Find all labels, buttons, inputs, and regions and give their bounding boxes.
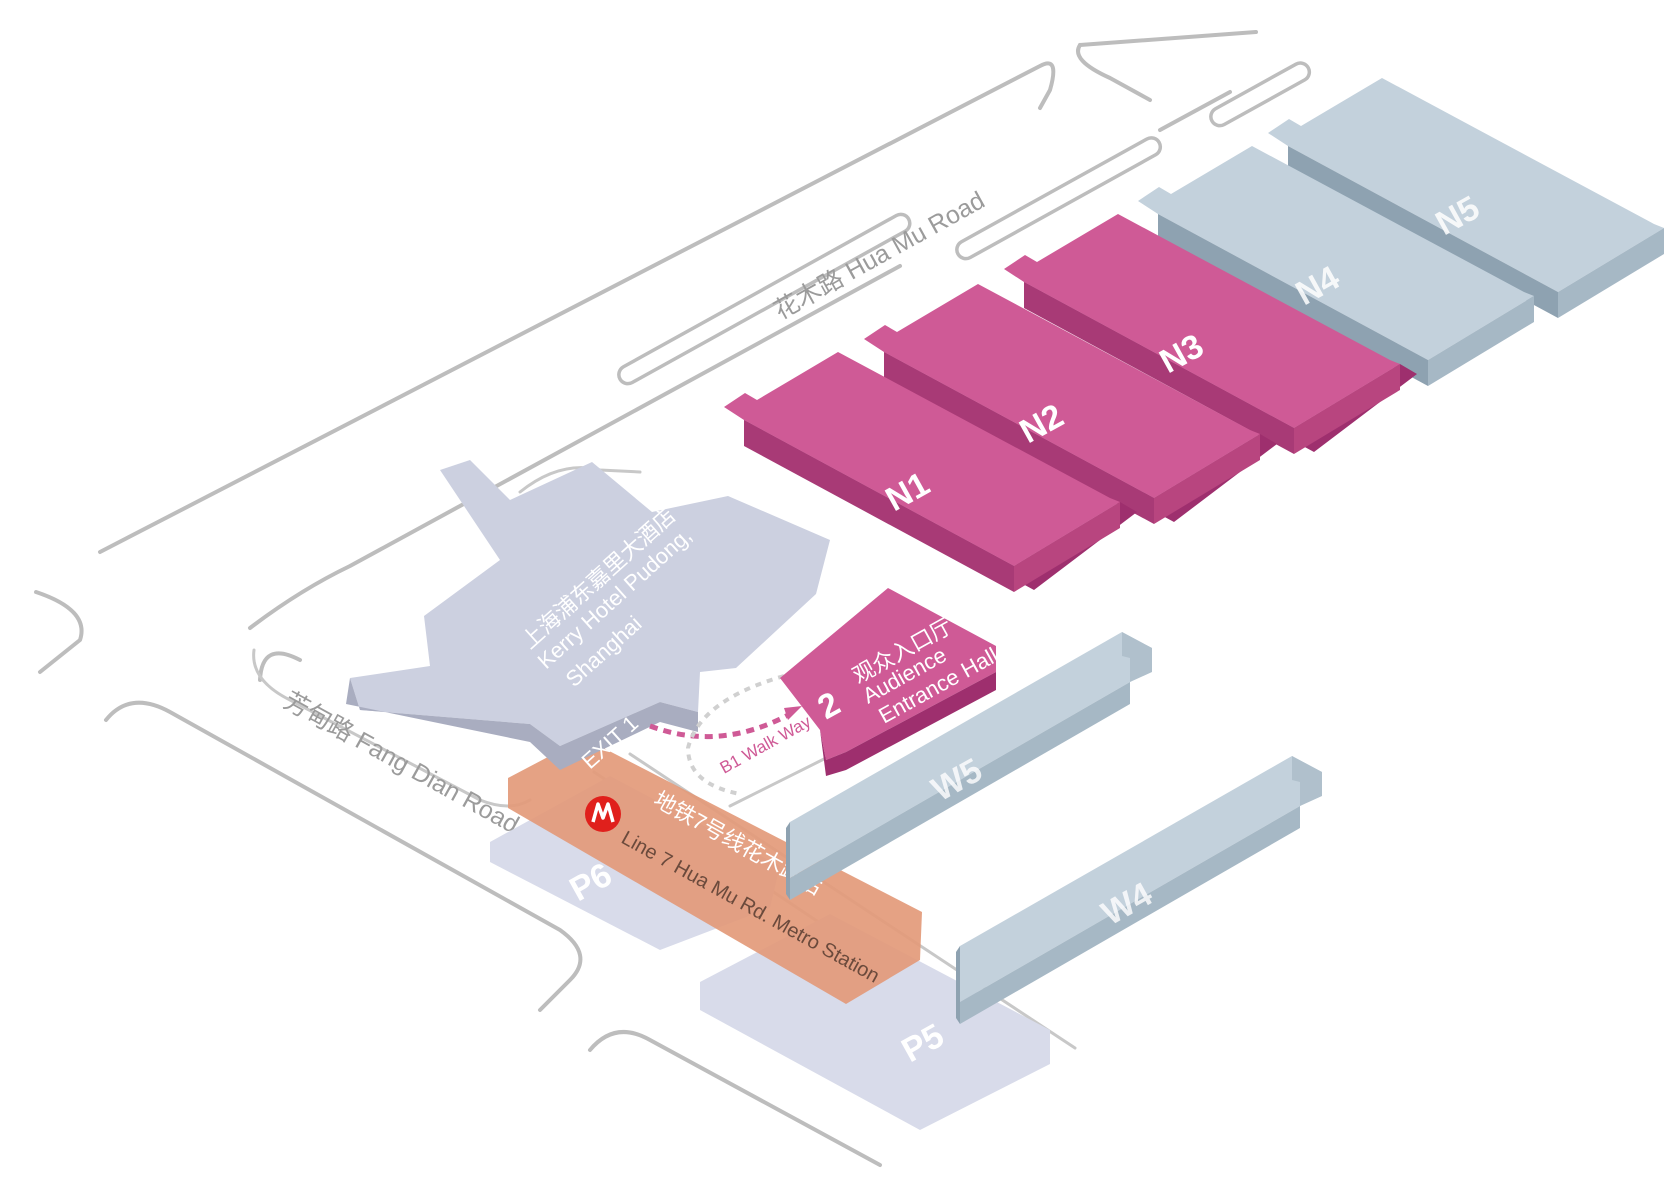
hall-n3: N3 xyxy=(1004,214,1417,454)
hall-n1: N1 xyxy=(724,352,1137,592)
walkway-label: B1 Walk Way xyxy=(717,712,815,778)
hall-n5: N5 xyxy=(1268,78,1664,318)
walkway-route xyxy=(649,711,792,740)
hall-w4: W4 xyxy=(956,756,1322,1024)
hall-n4: N4 xyxy=(1138,146,1534,386)
hall-n2: N2 xyxy=(864,284,1277,524)
walkway-arrow-icon xyxy=(784,706,802,720)
hotel-building xyxy=(350,460,830,746)
